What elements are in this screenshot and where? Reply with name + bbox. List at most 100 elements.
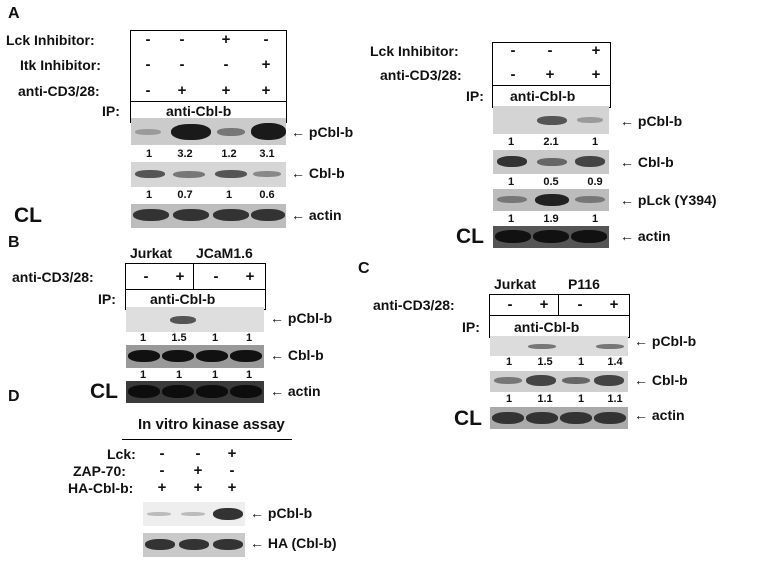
quant-value: 1.4 (607, 356, 623, 368)
panel-a-right-sym: - (547, 42, 553, 59)
panel-a-right-sym: - (510, 66, 516, 83)
blot-band (179, 539, 209, 550)
panel-b-sym: - (143, 268, 149, 285)
blot-label: ← actin (270, 383, 321, 399)
panel-a-sym: - (179, 56, 185, 73)
table-border (629, 294, 630, 338)
panel-a-row-cd3-label: anti-CD3/28: (18, 83, 100, 99)
table-border (610, 42, 611, 108)
blot-pcblb (126, 307, 264, 332)
quant-value: 1.5 (171, 332, 187, 344)
blot-band (562, 377, 590, 384)
panel-c-letter: C (358, 260, 370, 277)
ip-value: anti-Cbl-b (510, 88, 576, 104)
blot-label: ← pCbl-b (250, 505, 313, 521)
arrow-icon: ← (634, 372, 648, 388)
blot-band (135, 129, 161, 135)
panel-a-row-itk-label: Itk Inhibitor: (20, 57, 101, 73)
blot-label: ← pCbl-b (291, 124, 354, 140)
panel-c-sym: - (507, 296, 513, 313)
quant-value: 1 (591, 213, 599, 225)
table-border (492, 85, 610, 86)
quant-value: 1 (139, 332, 147, 344)
cell-line-label: Jurkat (494, 276, 537, 292)
blot-label: ← actin (620, 228, 671, 244)
blot-band (230, 385, 262, 398)
quant-value: 1 (139, 369, 147, 381)
blot-band (215, 170, 247, 178)
blot-actin (493, 226, 609, 248)
blot-band (162, 350, 194, 362)
arrow-icon: ← (270, 347, 284, 363)
table-border (193, 263, 194, 290)
blot-label: ← actin (291, 207, 342, 223)
blot-label: ← pCbl-b (270, 310, 333, 326)
table-border (489, 294, 490, 338)
panel-b-sym: + (175, 268, 185, 285)
panel-d-sym: - (159, 445, 165, 462)
panel-a-right-row-lck-label: Lck Inhibitor: (370, 43, 459, 59)
table-border (130, 101, 286, 102)
blot-band (196, 385, 228, 398)
blot-pcblb (131, 118, 286, 145)
blot-band (162, 385, 194, 398)
panel-a-letter: A (8, 5, 20, 22)
quant-value: 1.2 (221, 148, 237, 160)
arrow-icon: ← (634, 333, 648, 349)
blot-cblb (131, 162, 286, 187)
table-border (265, 263, 266, 310)
blot-plck (493, 189, 609, 211)
arrow-icon: ← (620, 228, 634, 244)
ip-label: IP: (98, 291, 116, 307)
blot-band (535, 194, 569, 206)
panel-d-sym: - (195, 445, 201, 462)
panel-a-sym: - (145, 82, 151, 99)
blot-actin (131, 204, 286, 228)
panel-a-right-sym: + (545, 66, 555, 83)
blot-band (145, 539, 175, 550)
arrow-icon: ← (634, 407, 648, 423)
blot-cblb (493, 150, 609, 174)
ip-value: anti-Cbl-b (166, 103, 232, 119)
panel-b-sym: - (213, 268, 219, 285)
blot-band (537, 158, 567, 166)
blot-cblb (126, 345, 264, 368)
blot-band (171, 124, 211, 140)
blot-band (528, 344, 556, 349)
cl-label: CL (14, 204, 42, 227)
cell-line-label: Jurkat (130, 245, 173, 261)
blot-pcblb (493, 106, 609, 134)
table-border (130, 30, 286, 31)
panel-d-row-label: ZAP-70: (73, 463, 126, 479)
table-border (125, 263, 126, 310)
blot-band (492, 412, 524, 424)
quant-value: 1 (577, 356, 585, 368)
blot-label: ← actin (634, 407, 685, 423)
panel-d-title: In vitro kinase assay (138, 416, 285, 433)
arrow-icon: ← (270, 310, 284, 326)
panel-c-sym: + (539, 296, 549, 313)
quant-value: 0.7 (177, 189, 193, 201)
ip-value: anti-Cbl-b (514, 319, 580, 335)
panel-c-row-label: anti-CD3/28: (373, 297, 455, 313)
title-underline (122, 439, 292, 440)
blot-band (251, 123, 286, 140)
panel-a-row-lck-label: Lck Inhibitor: (6, 32, 95, 48)
panel-d-sym: + (193, 479, 203, 496)
quant-value: 1 (211, 369, 219, 381)
arrow-icon: ← (620, 154, 634, 170)
arrow-icon: ← (620, 113, 634, 129)
blot-actin (126, 381, 264, 403)
cell-line-label: JCaM1.6 (196, 245, 253, 261)
blot-band (596, 344, 624, 349)
blot-pcblb (143, 502, 245, 526)
panel-a-sym: + (261, 82, 271, 99)
quant-value: 1 (591, 136, 599, 148)
panel-d-sym: + (227, 445, 237, 462)
quant-value: 3.1 (259, 148, 275, 160)
ip-label: IP: (462, 319, 480, 335)
panel-b-row-label: anti-CD3/28: (12, 269, 94, 285)
quant-value: 1 (507, 176, 515, 188)
quant-value: 1 (245, 369, 253, 381)
quant-value: 1 (507, 213, 515, 225)
